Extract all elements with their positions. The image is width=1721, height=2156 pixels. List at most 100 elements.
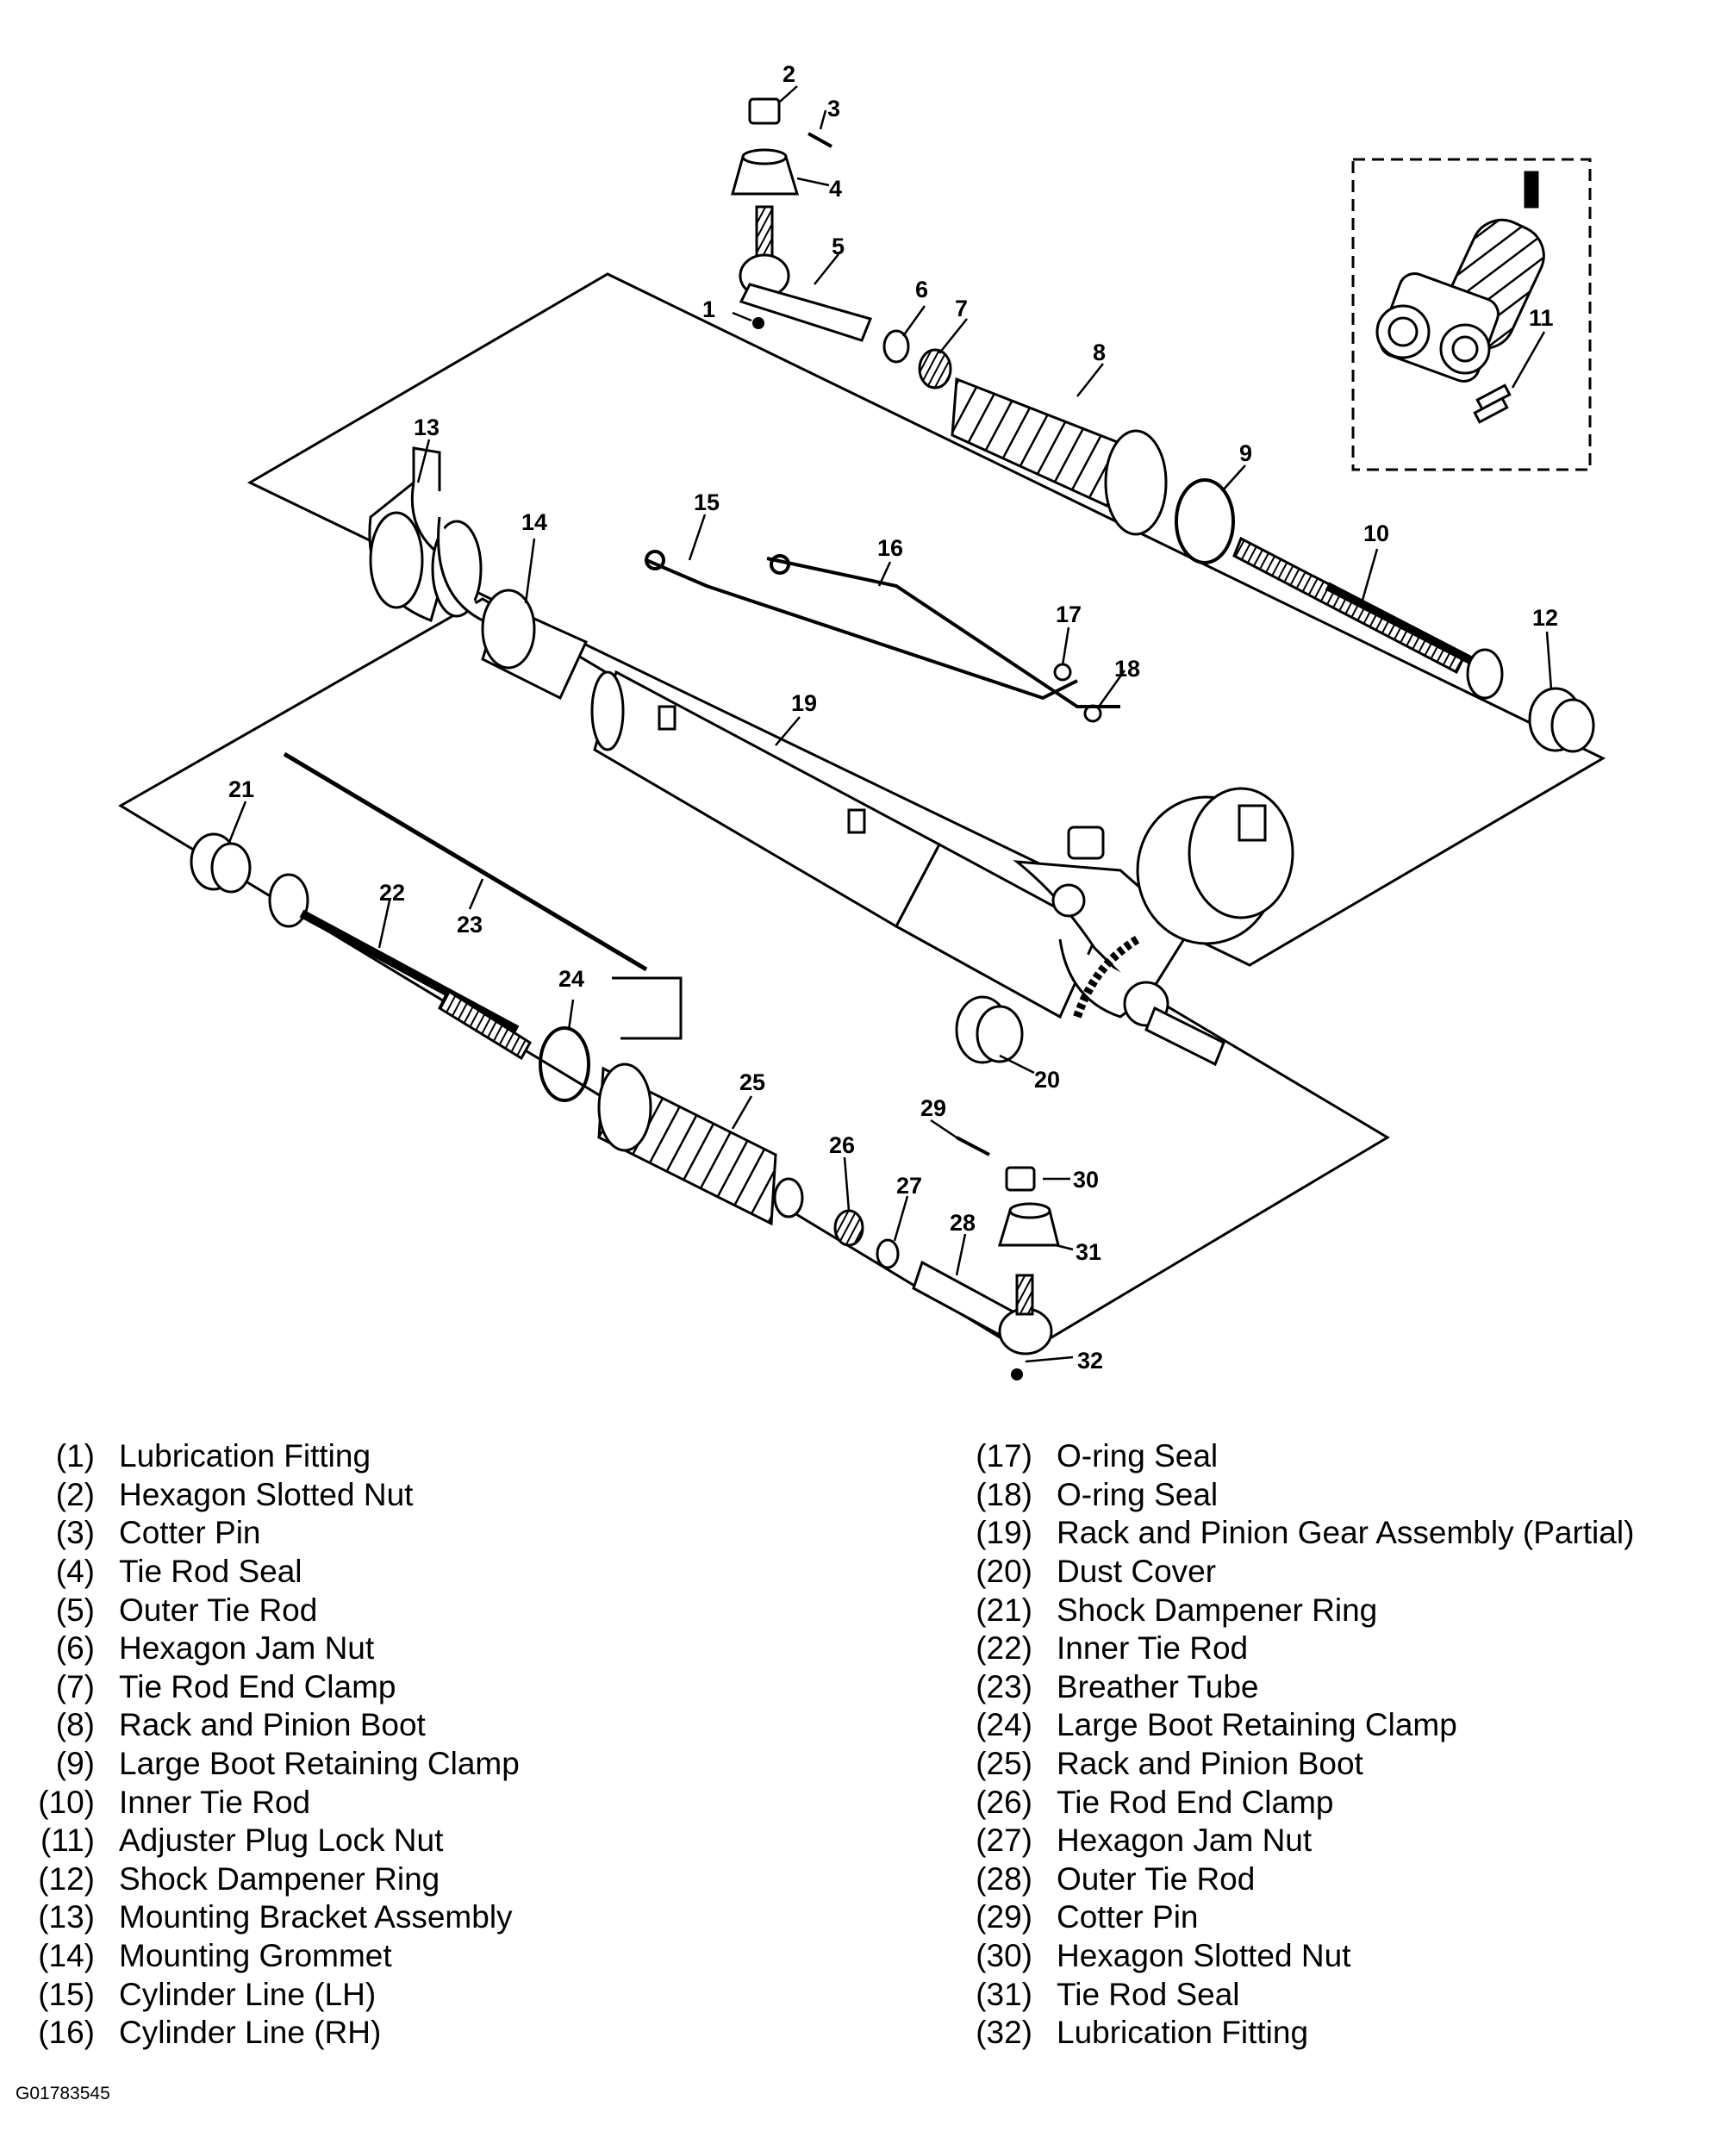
leader-lines — [227, 85, 1553, 1363]
mounting-bracket — [368, 446, 483, 622]
callout-3: 3 — [827, 96, 840, 122]
legend-item: (10) Inner Tie Rod — [26, 1783, 520, 1822]
upper-assembly-plane — [246, 272, 1606, 967]
legend-label: Cylinder Line (LH) — [119, 1976, 377, 2012]
legend-label: Inner Tie Rod — [1057, 1630, 1249, 1667]
legend-number: (31) — [976, 1976, 1032, 2012]
legend-item: (20) Dust Cover — [963, 1553, 1634, 1592]
callout-22: 22 — [379, 880, 405, 906]
callout-9: 9 — [1239, 440, 1252, 466]
legend-number: (24) — [976, 1707, 1032, 1743]
callout-15: 15 — [694, 489, 720, 515]
upper-slotted-nut — [748, 97, 781, 125]
lower-outer-tie-rod — [912, 1260, 1053, 1355]
legend-number: (17) — [976, 1438, 1032, 1474]
legend-number: (7) — [55, 1668, 95, 1704]
upper-inner-tie-rod — [1232, 536, 1504, 700]
callout-4: 4 — [829, 176, 842, 202]
legend-number: (29) — [976, 1899, 1032, 1935]
legend-item: (2)Hexagon Slotted Nut — [26, 1476, 520, 1515]
legend-item: (17)O-ring Seal — [963, 1437, 1634, 1476]
legend-item: (30)Hexagon Slotted Nut — [963, 1937, 1634, 1976]
lower-slotted-nut — [1005, 1166, 1036, 1192]
legend-item: (26)Tie Rod End Clamp — [963, 1783, 1634, 1822]
upper-shock-dampener-ring — [1528, 687, 1595, 753]
adjuster-lock-nut-part — [1473, 383, 1512, 424]
upper-outer-tie-rod — [739, 205, 873, 342]
legend-item: (27)Hexagon Jam Nut — [963, 1822, 1634, 1860]
callout-24: 24 — [558, 966, 584, 992]
legend-item: (5) Outer Tie Rod — [26, 1591, 520, 1629]
legend-label: Tie Rod Seal — [1057, 1976, 1240, 2012]
upper-tie-rod-clamp — [918, 348, 952, 389]
callout-11: 11 — [1529, 305, 1554, 331]
legend-number: (20) — [976, 1554, 1032, 1590]
upper-tie-rod-seal — [731, 148, 800, 196]
legend-number: (19) — [976, 1515, 1032, 1551]
callout-26: 26 — [829, 1132, 855, 1158]
callout-20: 20 — [1034, 1067, 1060, 1093]
legend-item: (16) Cylinder Line (RH) — [26, 2014, 520, 2053]
mounting-grommet — [481, 589, 588, 701]
legend-number: (25) — [976, 1746, 1032, 1782]
legend-label: Inner Tie Rod — [119, 1784, 311, 1820]
legend-label: Outer Tie Rod — [119, 1592, 318, 1628]
legend-number: (5) — [55, 1592, 95, 1628]
legend-label: Shock Dampener Ring — [1057, 1592, 1378, 1628]
legend-number: (16) — [38, 2015, 95, 2051]
adjuster-plug-housing — [1375, 171, 1545, 383]
legend-item: (3)Cotter Pin — [26, 1514, 520, 1553]
callout-23: 23 — [457, 912, 483, 938]
legend-label: Cotter Pin — [1057, 1899, 1199, 1935]
lower-shock-dampener-ring — [190, 832, 252, 894]
callout-29: 29 — [920, 1095, 946, 1121]
lower-cotter-pin — [956, 1136, 990, 1156]
callout-labels: 1 2 3 4 5 6 7 8 9 10 11 12 13 14 15 16 1… — [228, 61, 1558, 1374]
upper-cotter-pin — [807, 132, 832, 148]
callout-17: 17 — [1056, 601, 1082, 627]
lower-rack-boot — [597, 1062, 804, 1226]
upper-o-ring — [1053, 663, 1072, 682]
callout-25: 25 — [739, 1069, 765, 1095]
gear-hose — [1073, 935, 1140, 1019]
legend-number: (10) — [38, 1784, 95, 1820]
legend-item: (7) Tie Rod End Clamp — [26, 1668, 520, 1707]
legend-number: (32) — [976, 2015, 1032, 2051]
breather-tube — [283, 751, 683, 1040]
legend-item: (1)Lubrication Fitting — [26, 1437, 520, 1476]
legend-item: (32)Lubrication Fitting — [963, 2014, 1634, 2053]
legend-label: Adjuster Plug Lock Nut — [119, 1823, 444, 1859]
legend-item: (28) Outer Tie Rod — [963, 1860, 1634, 1899]
legend-number: (23) — [976, 1668, 1032, 1704]
legend-item: (6)Hexagon Jam Nut — [26, 1629, 520, 1668]
upper-boot-clamp — [1175, 478, 1235, 564]
legend-label: Mounting Grommet — [119, 1938, 392, 1974]
callout-16: 16 — [877, 535, 903, 561]
legend-item: (25)Rack and Pinion Boot — [963, 1745, 1634, 1784]
callout-12: 12 — [1532, 605, 1558, 631]
lower-tie-rod-seal — [997, 1202, 1060, 1247]
callout-27: 27 — [896, 1173, 922, 1199]
legend-label: Hexagon Slotted Nut — [1057, 1938, 1351, 1974]
upper-lube-fitting — [752, 317, 764, 329]
legend-label: Large Boot Retaining Clamp — [119, 1746, 520, 1782]
legend-label: Tie Rod End Clamp — [119, 1668, 396, 1704]
legend-number: (1) — [55, 1438, 95, 1474]
legend-item: (11)Adjuster Plug Lock Nut — [26, 1822, 520, 1860]
legend-number: (28) — [976, 1860, 1032, 1897]
lower-boot-clamp — [539, 1026, 590, 1102]
legend-label: Cylinder Line (RH) — [119, 2015, 382, 2051]
legend-number: (3) — [55, 1515, 95, 1551]
legend-item: (19)Rack and Pinion Gear Assembly (Parti… — [963, 1514, 1634, 1553]
legend-label: Dust Cover — [1057, 1554, 1217, 1590]
cylinder-line-lh — [645, 550, 1078, 701]
legend-item: (13)Mounting Bracket Assembly — [26, 1898, 520, 1937]
legend-right-column: (17)O-ring Seal (18)O-ring Seal (19)Rack… — [963, 1437, 1634, 2053]
lower-jam-nut — [876, 1238, 900, 1269]
lower-tie-rod-clamp — [833, 1209, 864, 1247]
legend-left-column: (1)Lubrication Fitting (2)Hexagon Slotte… — [26, 1437, 520, 2053]
callout-5: 5 — [832, 234, 845, 259]
legend-label: Outer Tie Rod — [1057, 1860, 1256, 1897]
legend-number: (8) — [55, 1707, 95, 1743]
legend-item: (12)Shock Dampener Ring — [26, 1860, 520, 1899]
